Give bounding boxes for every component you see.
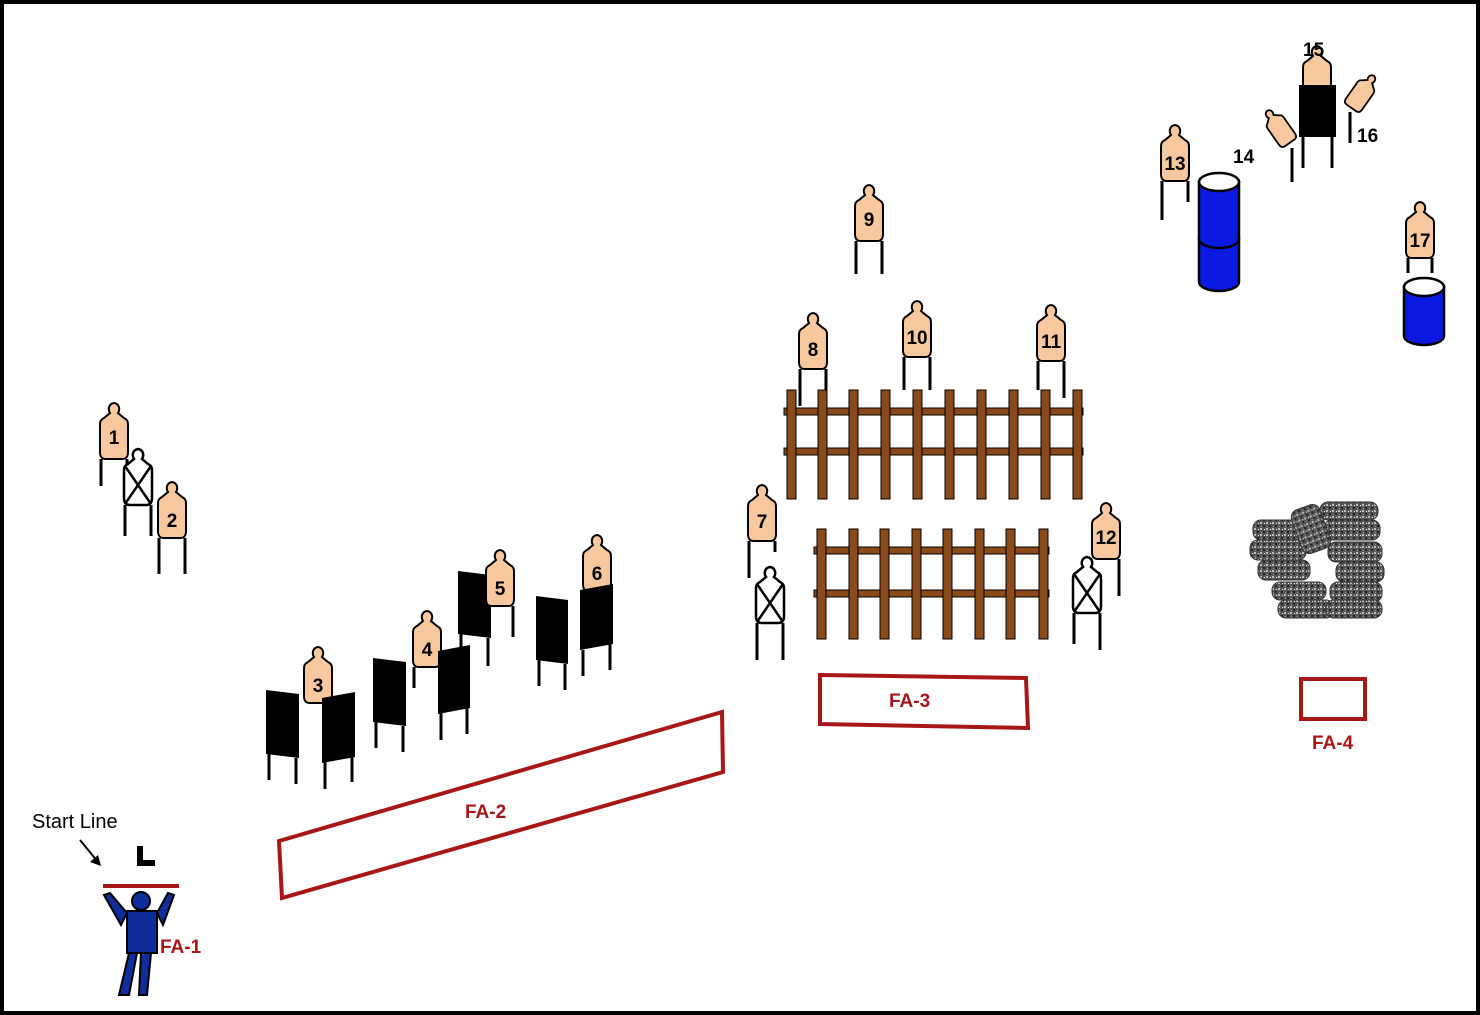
target-4-number: 4 — [422, 640, 433, 661]
target-9-number: 9 — [864, 210, 875, 231]
target-9: 9 — [854, 184, 884, 274]
fault-area-fa3 — [818, 672, 1031, 731]
target-13: 13 — [1160, 124, 1190, 220]
hard-cover-panel — [266, 690, 299, 784]
hard-cover-panel — [438, 645, 470, 740]
shooter-figure-icon — [102, 891, 176, 996]
target-17: 17 — [1405, 201, 1435, 273]
target-12: 12 — [1091, 502, 1121, 596]
tire-stack — [1249, 501, 1385, 619]
hard-cover-panel — [322, 692, 355, 789]
hard-cover-panel — [373, 658, 406, 752]
hard-cover-panel — [580, 584, 613, 676]
target-16-number: 16 — [1357, 126, 1378, 147]
target-5: 5 — [485, 549, 515, 637]
target-16 — [1342, 69, 1383, 115]
target-14 — [1258, 104, 1299, 150]
wooden-fence-front — [813, 528, 1050, 640]
hard-cover-panel — [1299, 85, 1336, 168]
target-11: 11 — [1036, 304, 1066, 398]
target-6: 6 — [582, 534, 612, 592]
no-shoot-1 — [122, 447, 154, 536]
target-2: 2 — [157, 481, 187, 574]
target-3-number: 3 — [313, 676, 324, 697]
target-12-number: 12 — [1095, 528, 1116, 549]
wooden-fence-back — [783, 389, 1084, 500]
no-shoot-2 — [754, 565, 786, 660]
fault-area-fa3-label: FA-3 — [889, 691, 930, 712]
fault-area-fa2 — [276, 709, 726, 901]
target-7-number: 7 — [757, 512, 768, 533]
target-13-number: 13 — [1164, 154, 1185, 175]
target-5-number: 5 — [495, 579, 506, 600]
target-1-number: 1 — [109, 428, 120, 449]
fault-area-fa4-label: FA-4 — [1312, 733, 1354, 754]
barrel-stack — [1197, 171, 1241, 293]
target-7: 7 — [747, 484, 777, 578]
arrow-head-icon — [90, 855, 101, 866]
target-17-number: 17 — [1409, 231, 1430, 252]
fault-area-fa2-label: FA-2 — [465, 802, 506, 823]
fault-area-fa4 — [1299, 677, 1367, 721]
fault-area-fa1-label: FA-1 — [160, 937, 202, 958]
target-10: 10 — [902, 300, 932, 390]
target-8-number: 8 — [808, 340, 819, 361]
pistol-icon — [137, 846, 155, 866]
hard-cover-panel — [536, 596, 568, 690]
target-4: 4 — [412, 610, 442, 688]
no-shoot-3 — [1071, 555, 1103, 650]
start-line-label: Start Line — [32, 811, 118, 833]
target-10-number: 10 — [906, 328, 927, 349]
target-14-number: 14 — [1233, 147, 1255, 168]
barrel-single — [1402, 276, 1446, 347]
target-2-number: 2 — [167, 511, 178, 532]
target-6-number: 6 — [592, 564, 603, 585]
target-15-number: 15 — [1303, 40, 1325, 61]
target-11-number: 11 — [1041, 332, 1062, 353]
hard-cover-panel — [458, 571, 491, 666]
